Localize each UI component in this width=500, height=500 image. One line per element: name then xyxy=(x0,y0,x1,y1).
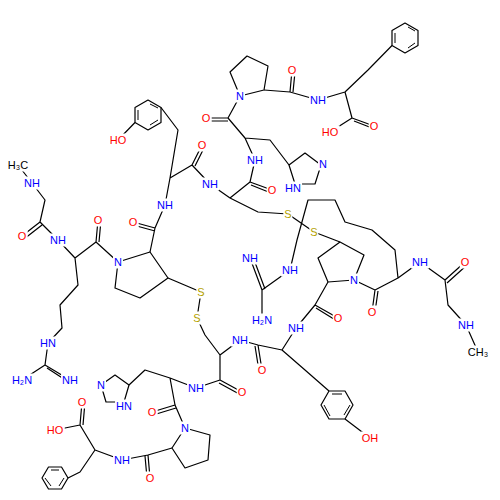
atom-label: O xyxy=(367,306,378,319)
atom-label: O xyxy=(333,312,344,325)
atom-label: O xyxy=(369,120,380,133)
atom-label: O xyxy=(460,256,471,269)
atom-label: HO xyxy=(321,126,340,139)
atom-label: O xyxy=(128,216,139,229)
atom-label: NH xyxy=(49,234,67,247)
atom-label: S xyxy=(283,208,292,221)
atom-label: NH xyxy=(246,154,264,167)
atom-label: H₃C xyxy=(7,159,29,172)
atom-label: NH xyxy=(23,177,41,190)
atom-label: NH xyxy=(309,94,327,107)
atom-label: HO xyxy=(109,134,128,147)
aromatic-inner-bonds xyxy=(45,27,415,486)
bond-lines xyxy=(18,46,478,479)
imidazole-ring xyxy=(289,153,321,184)
atom-label: O xyxy=(93,214,104,227)
atom-label: H₂N xyxy=(251,314,273,327)
atom-label: N xyxy=(318,158,328,171)
atom-label: NH xyxy=(61,374,79,387)
atom-label: NH xyxy=(113,454,131,467)
atom-label: NH xyxy=(231,334,249,347)
atom-label: OH xyxy=(361,432,380,445)
atom-label: HN xyxy=(39,337,57,350)
atom-label: O xyxy=(145,472,156,485)
atom-label: O xyxy=(287,64,298,77)
atom-label: NH xyxy=(241,252,259,265)
atom-label: N xyxy=(235,90,245,103)
atom-label: HO xyxy=(46,424,65,437)
pyrrolidine-ring xyxy=(172,428,210,468)
atom-label: NH xyxy=(187,382,205,395)
atom-label: O xyxy=(257,364,268,377)
atom-label: HN xyxy=(284,182,302,195)
atom-label: NH xyxy=(287,322,305,335)
atom-label: NH xyxy=(411,256,429,269)
atom-label: O xyxy=(17,230,28,243)
atom-label: N xyxy=(96,379,106,392)
atom-label: O xyxy=(197,139,208,152)
atom-label: HN xyxy=(115,400,133,413)
atom-label: O xyxy=(237,386,248,399)
phenol-ring xyxy=(321,391,353,419)
atom-label: N xyxy=(180,422,190,435)
atom-label: O xyxy=(201,112,212,125)
atom-label: O xyxy=(77,396,88,409)
atom-label: NH xyxy=(201,178,219,191)
atom-label: O xyxy=(267,184,278,197)
atom-label: N xyxy=(113,256,123,269)
atom-label: N xyxy=(349,274,359,287)
atom-label: S xyxy=(196,286,205,299)
atom-label: NH xyxy=(156,199,174,212)
phenyl-ring xyxy=(42,467,68,489)
atom-label: S xyxy=(192,312,201,325)
atom-label: CH₃ xyxy=(467,346,489,359)
atom-label: O xyxy=(147,406,158,419)
atom-label: H₂N xyxy=(11,374,33,387)
phenyl-ring xyxy=(392,23,418,53)
atom-label: NH xyxy=(457,319,475,332)
phenol-ring xyxy=(135,100,161,130)
atom-label: NH xyxy=(281,264,299,277)
atom-label: S xyxy=(309,226,318,239)
